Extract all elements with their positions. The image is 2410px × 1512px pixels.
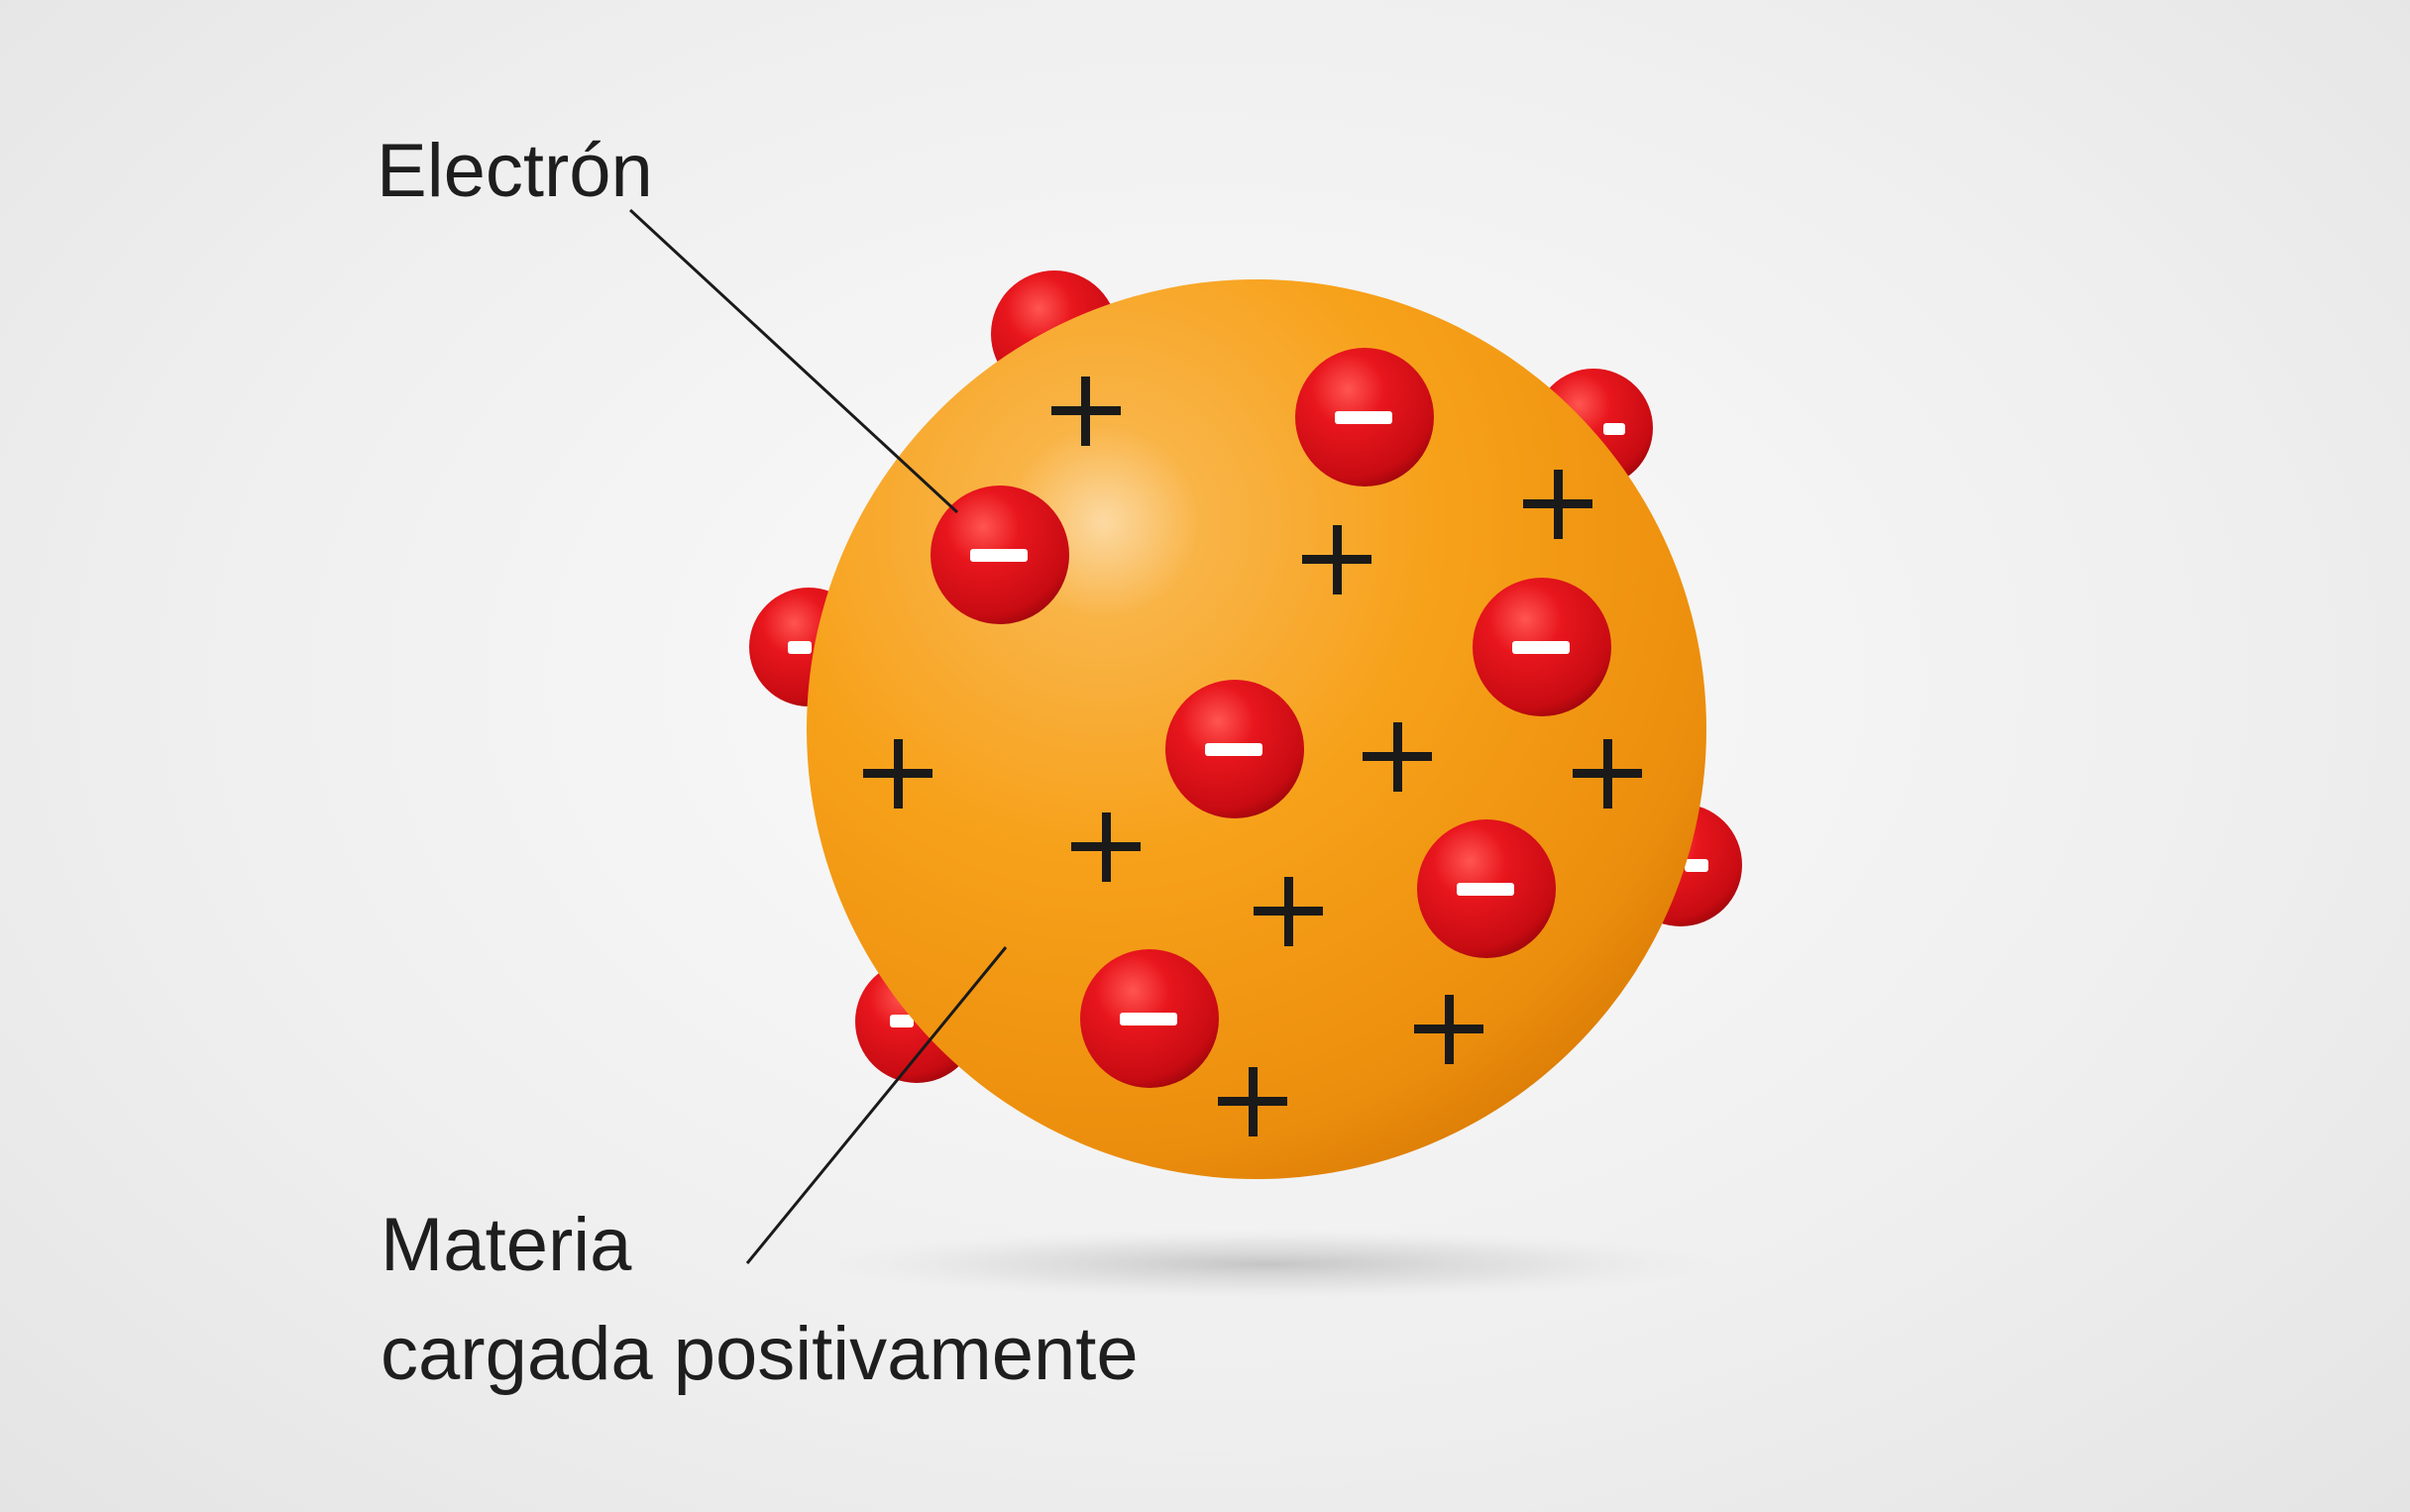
sphere-floor-shadow [811, 1229, 1722, 1300]
positive-charge [1254, 877, 1323, 946]
positive-matter-label: Materia cargada positivamente [381, 1191, 1139, 1409]
positive-charges [863, 377, 1642, 1136]
positive-matter-label-line-2: cargada positivamente [381, 1312, 1139, 1397]
positive-matter-label-line-1: Materia [381, 1203, 632, 1287]
electron [931, 486, 1069, 624]
electron [1080, 949, 1219, 1088]
matter-leader-line [745, 946, 1008, 1264]
electron [1417, 819, 1556, 958]
electron-label: Electrón [377, 129, 653, 213]
positive-charge [1414, 995, 1483, 1064]
electrons-front [931, 348, 1611, 1088]
electron-leader-line [628, 208, 959, 514]
electron [1165, 680, 1304, 818]
electron [1295, 348, 1434, 486]
electron [1473, 578, 1611, 716]
positive-charge [1363, 722, 1432, 792]
positive-charge [1071, 812, 1141, 882]
positive-charge [1523, 470, 1592, 539]
positive-charge [863, 739, 932, 809]
positive-charge [1218, 1067, 1287, 1136]
positive-charge [1051, 377, 1121, 446]
positive-charge [1573, 739, 1642, 809]
positive-charge [1302, 525, 1371, 594]
